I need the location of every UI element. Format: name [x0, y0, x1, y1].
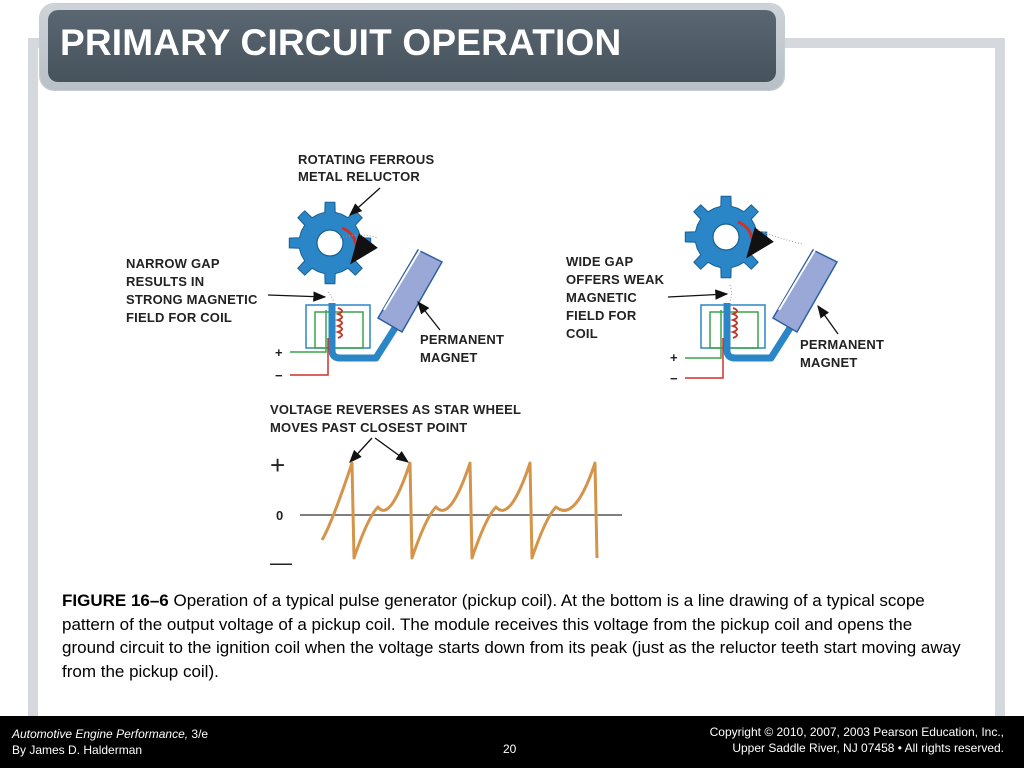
footer-book-info: Automotive Engine Performance, 3/e By Ja…	[12, 726, 208, 758]
right-wire-plus	[685, 310, 722, 359]
pickup-coil-diagram: + − ROTATING FERROUS METAL RELUCTOR NARR…	[126, 152, 888, 575]
right-magnet-label: PERMANENT MAGNET	[800, 337, 888, 370]
left-gap-field	[327, 291, 335, 303]
slide-footer: Automotive Engine Performance, 3/e By Ja…	[0, 716, 1024, 768]
scope-pointer-2	[374, 437, 410, 463]
left-pickup-assembly: + −	[275, 201, 444, 383]
left-magnet-highlight	[383, 249, 421, 311]
reluctor-label: ROTATING FERROUS METAL RELUCTOR	[298, 152, 438, 184]
right-pickup-assembly: + −	[670, 195, 839, 386]
scope-waveform	[320, 461, 599, 560]
right-gap-field	[729, 284, 732, 302]
scope-pointer-1	[349, 437, 373, 463]
slide-title: PRIMARY CIRCUIT OPERATION	[60, 22, 622, 63]
right-permanent-magnet	[771, 249, 839, 334]
left-wire-plus	[290, 310, 327, 353]
left-wire-minus	[290, 338, 329, 376]
footer-copyright-line2: Upper Saddle River, NJ 07458 • All right…	[732, 741, 1004, 755]
left-coil-winding	[335, 307, 343, 339]
right-coil-inner-frame	[709, 311, 759, 349]
footer-book-title: Automotive Engine Performance,	[12, 727, 189, 741]
right-magnet-highlight	[778, 249, 816, 311]
left-pole-piece	[328, 266, 436, 362]
frame-right-border	[995, 38, 1005, 716]
right-terminal-minus: −	[670, 371, 678, 386]
left-permanent-magnet	[376, 249, 444, 334]
right-magnet-pointer	[817, 304, 839, 335]
footer-author: By James D. Halderman	[12, 743, 143, 757]
footer-copyright: Copyright © 2010, 2007, 2003 Pearson Edu…	[710, 724, 1004, 756]
footer-page-number: 20	[503, 742, 517, 756]
scope-plus-marker: +	[270, 450, 285, 480]
content-area	[38, 100, 995, 716]
right-pole-piece	[723, 266, 831, 362]
left-terminal-plus: +	[275, 345, 283, 360]
left-reluctor-gear	[288, 201, 372, 285]
scope-label: VOLTAGE REVERSES AS STAR WHEEL MOVES PAS…	[270, 402, 525, 435]
wide-gap-label: WIDE GAP OFFERS WEAK MAGNETIC FIELD FOR …	[566, 254, 668, 341]
figure-caption: FIGURE 16–6 Operation of a typical pulse…	[62, 589, 962, 683]
left-magnet-label: PERMANENT MAGNET	[420, 332, 508, 365]
footer-edition: 3/e	[188, 727, 209, 741]
footer-copyright-line1: Copyright © 2010, 2007, 2003 Pearson Edu…	[709, 725, 1004, 739]
figure-number: FIGURE 16–6	[62, 591, 169, 610]
left-terminal-minus: −	[275, 368, 283, 383]
gear-hub	[316, 229, 344, 257]
right-rotation-arrow	[737, 220, 774, 259]
gear-hub	[712, 223, 740, 251]
left-coil-inner-frame	[314, 311, 364, 349]
reluctor-pointer	[349, 187, 381, 216]
right-reluctor-gear	[684, 195, 768, 279]
title-bar	[48, 10, 776, 82]
narrow-gap-label: NARROW GAP RESULTS IN STRONG MAGNETIC FI…	[126, 256, 261, 325]
left-magnet-pointer	[417, 300, 441, 331]
figure-caption-text: Operation of a typical pulse generator (…	[62, 591, 961, 681]
right-wire-minus	[685, 338, 724, 379]
right-terminal-plus: +	[670, 350, 678, 365]
narrow-gap-pointer	[267, 291, 327, 302]
scope-zero-marker: 0	[276, 508, 283, 523]
left-magnetic-field	[339, 234, 379, 239]
left-rotation-arrow	[341, 226, 378, 265]
right-coil-winding	[730, 307, 738, 339]
scope-minus-marker: —	[270, 550, 292, 575]
frame-left-border	[28, 38, 38, 716]
wide-gap-pointer	[667, 289, 729, 300]
